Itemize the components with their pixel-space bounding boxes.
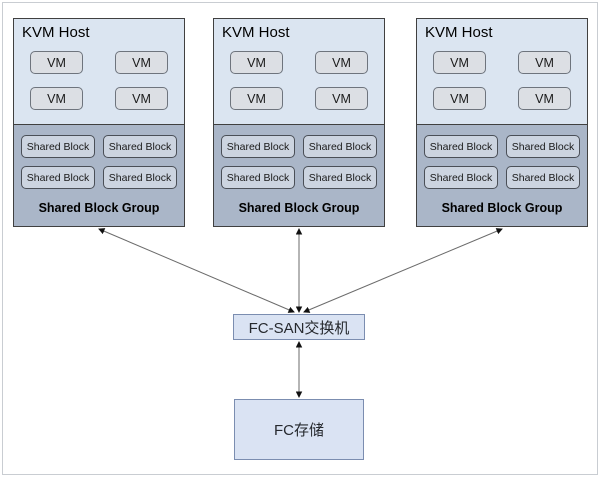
shared-block-group-label: Shared Block Group — [441, 201, 563, 215]
vm-grid: VM VM VM VM — [417, 51, 587, 110]
vm-box: VM — [230, 51, 283, 74]
connector-host3-switch — [303, 228, 503, 313]
kvm-host-title: KVM Host — [425, 24, 493, 41]
fc-storage-label: FC存储 — [274, 422, 324, 439]
fc-san-switch-node: FC-SAN交换机 — [233, 314, 365, 340]
kvm-host-title: KVM Host — [22, 24, 90, 41]
shared-block-group-label: Shared Block Group — [38, 201, 160, 215]
kvm-host-2: KVM Host VM VM VM VM Shared Block Shared… — [213, 18, 385, 227]
shared-block-group-section: Shared Block Shared Block Shared Block S… — [417, 124, 587, 226]
vm-box: VM — [315, 87, 368, 110]
vm-box: VM — [518, 87, 571, 110]
shared-block-box: Shared Block — [506, 166, 580, 189]
kvm-host-1: KVM Host VM VM VM VM Shared Block Shared… — [13, 18, 185, 227]
vm-box: VM — [433, 87, 486, 110]
shared-block-box: Shared Block — [506, 135, 580, 158]
connector-host1-switch — [98, 228, 295, 313]
vm-grid: VM VM VM VM — [14, 51, 184, 110]
shared-block-group-label: Shared Block Group — [238, 201, 360, 215]
vm-box: VM — [115, 51, 168, 74]
shared-block-box: Shared Block — [424, 135, 498, 158]
vm-box: VM — [115, 87, 168, 110]
shared-block-grid: Shared Block Shared Block Shared Block S… — [14, 135, 184, 189]
vm-box: VM — [30, 51, 83, 74]
vm-box: VM — [30, 87, 83, 110]
kvm-host-title: KVM Host — [222, 24, 290, 41]
kvm-host-3: KVM Host VM VM VM VM Shared Block Shared… — [416, 18, 588, 227]
shared-block-grid: Shared Block Shared Block Shared Block S… — [417, 135, 587, 189]
vm-box: VM — [518, 51, 571, 74]
shared-block-box: Shared Block — [21, 166, 95, 189]
vm-box: VM — [433, 51, 486, 74]
vm-box: VM — [230, 87, 283, 110]
shared-block-box: Shared Block — [221, 166, 295, 189]
shared-block-box: Shared Block — [103, 166, 177, 189]
shared-block-box: Shared Block — [103, 135, 177, 158]
shared-block-group-section: Shared Block Shared Block Shared Block S… — [14, 124, 184, 226]
vm-grid: VM VM VM VM — [214, 51, 384, 110]
fc-san-switch-label: FC-SAN交换机 — [248, 319, 350, 337]
vm-box: VM — [315, 51, 368, 74]
shared-block-box: Shared Block — [303, 166, 377, 189]
shared-block-box: Shared Block — [424, 166, 498, 189]
fc-storage-node: FC存储 — [234, 399, 364, 460]
shared-block-box: Shared Block — [221, 135, 295, 158]
shared-block-box: Shared Block — [303, 135, 377, 158]
shared-block-grid: Shared Block Shared Block Shared Block S… — [214, 135, 384, 189]
shared-block-group-section: Shared Block Shared Block Shared Block S… — [214, 124, 384, 226]
shared-block-box: Shared Block — [21, 135, 95, 158]
